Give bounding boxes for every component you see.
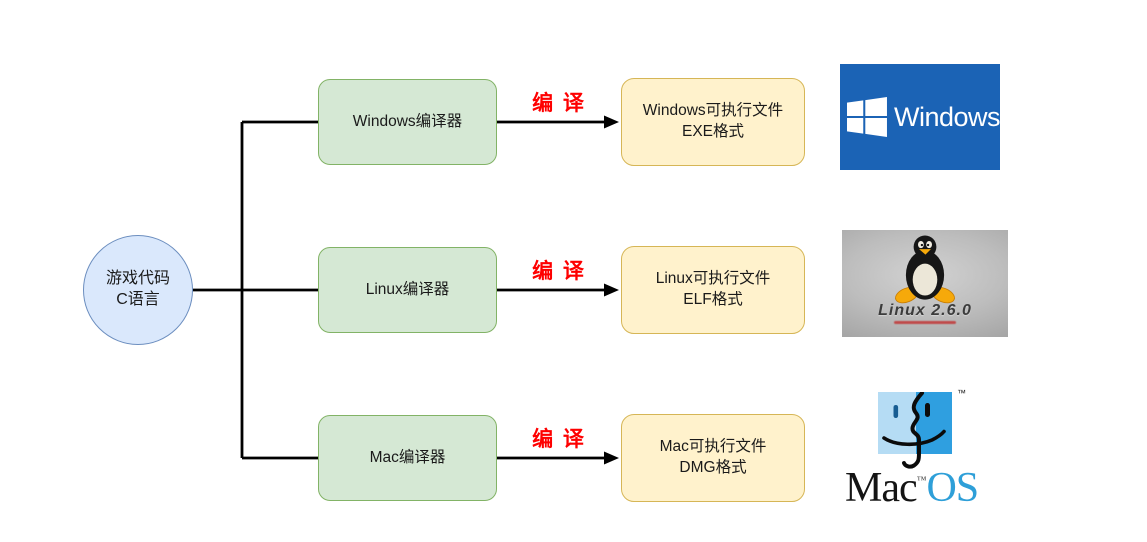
tux-penguin-icon [895,235,955,304]
output-node-line1: Linux可执行文件 [655,270,771,288]
source-node-line1: 游戏代码 [105,270,170,288]
edge-label-compile-linux: 编 译 [532,260,586,283]
output-node-line1: Windows可执行文件 [642,102,784,120]
compiler-node-label: Mac编译器 [369,448,446,466]
linux-version-caption: Linux 2.6.0 [878,302,972,319]
mac-word-trademark: ™ [916,475,927,486]
output-node-mac: Mac可执行文件 DMG格式 [621,414,805,502]
finder-trademark: ™ [957,388,966,398]
output-node-line2: DMG格式 [679,459,747,476]
macos-logo: ™ Mac™OS [845,385,1003,525]
compiler-node-linux: Linux编译器 [318,247,497,333]
arrowhead-windows-icon [604,115,619,129]
arrowhead-mac-icon [604,451,619,465]
source-node: 游戏代码 C语言 [83,235,193,345]
compiler-node-label: Windows编译器 [352,112,463,130]
source-node-line2: C语言 [116,291,160,308]
edge-label-compile-mac: 编 译 [532,428,586,451]
macos-wordmark: Mac™OS [845,465,979,511]
linux-red-subtext [894,321,956,324]
windows-logo-label: Windows [893,101,1001,132]
arrowhead-linux-icon [604,283,619,297]
compiler-node-label: Linux编译器 [365,280,450,298]
output-node-line2: EXE格式 [681,123,744,140]
finder-face-icon [878,392,952,469]
output-node-windows: Windows可执行文件 EXE格式 [621,78,805,166]
output-node-line1: Mac可执行文件 [659,438,767,456]
output-node-linux: Linux可执行文件 ELF格式 [621,246,805,334]
windows-logo: Windows [840,64,1001,170]
compiler-node-windows: Windows编译器 [318,79,497,165]
compiler-node-mac: Mac编译器 [318,415,497,501]
os-word: OS [926,465,979,511]
windows-flag-icon [847,97,887,137]
mac-word: Mac [845,465,918,511]
linux-logo: Linux 2.6.0 [842,230,1008,337]
output-node-line2: ELF格式 [683,291,743,308]
edge-label-compile-windows: 编 译 [532,92,586,115]
